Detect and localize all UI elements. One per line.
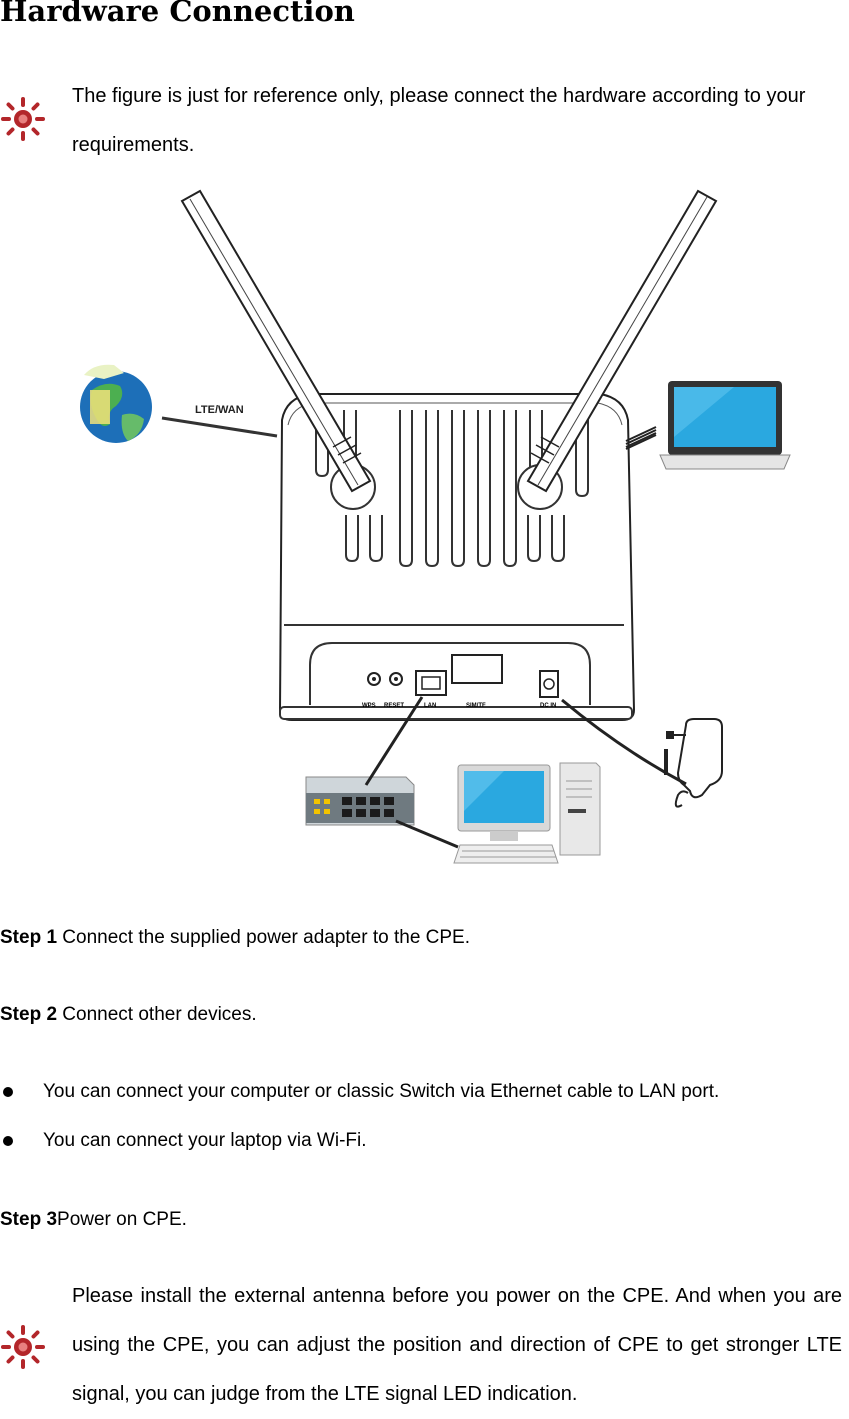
antenna-left bbox=[180, 189, 372, 493]
step-2: Step 2 Connect other devices. bbox=[0, 1004, 257, 1026]
desktop-computer-icon bbox=[453, 762, 601, 864]
sun-caution-icon bbox=[1, 97, 45, 141]
list-item: You can connect your laptop via Wi-Fi. bbox=[0, 1130, 367, 1152]
step-1: Step 1 Connect the supplied power adapte… bbox=[0, 927, 470, 949]
step-3-text: Power on CPE. bbox=[57, 1209, 187, 1230]
step-1-label: Step 1 bbox=[0, 927, 58, 948]
step-2-text: Connect other devices. bbox=[57, 1004, 257, 1025]
note-antenna-text: Please install the external antenna befo… bbox=[72, 1285, 842, 1405]
bullet-icon bbox=[3, 1087, 13, 1097]
network-switch-icon bbox=[305, 776, 415, 826]
lte-wan-label: LTE/WAN bbox=[195, 404, 244, 416]
svg-text:WPS: WPS bbox=[362, 703, 376, 709]
power-adapter-icon bbox=[664, 718, 723, 808]
page-title: Hardware Connection bbox=[0, 0, 355, 28]
laptop-icon bbox=[659, 381, 791, 470]
antenna-right bbox=[526, 189, 718, 493]
list-item: You can connect your computer or classic… bbox=[0, 1081, 719, 1103]
wifi-signal-icon bbox=[625, 426, 657, 450]
step-2-label: Step 2 bbox=[0, 1004, 58, 1025]
svg-text:DC IN: DC IN bbox=[540, 703, 556, 709]
svg-text:LAN: LAN bbox=[424, 703, 436, 709]
step-1-text: Connect the supplied power adapter to th… bbox=[57, 927, 471, 948]
svg-text:RESET: RESET bbox=[384, 703, 404, 709]
bullet-icon bbox=[3, 1136, 13, 1146]
step-3: Step 3Power on CPE. bbox=[0, 1209, 187, 1231]
svg-text:SIM/TF: SIM/TF bbox=[466, 703, 486, 709]
globe-icon bbox=[80, 364, 152, 443]
sun-caution-icon bbox=[1, 1325, 45, 1369]
hardware-connection-figure: LTE/WAN bbox=[80, 189, 791, 864]
step-3-label: Step 3 bbox=[0, 1209, 58, 1230]
note-reference-text: The figure is just for reference only, p… bbox=[72, 85, 806, 156]
